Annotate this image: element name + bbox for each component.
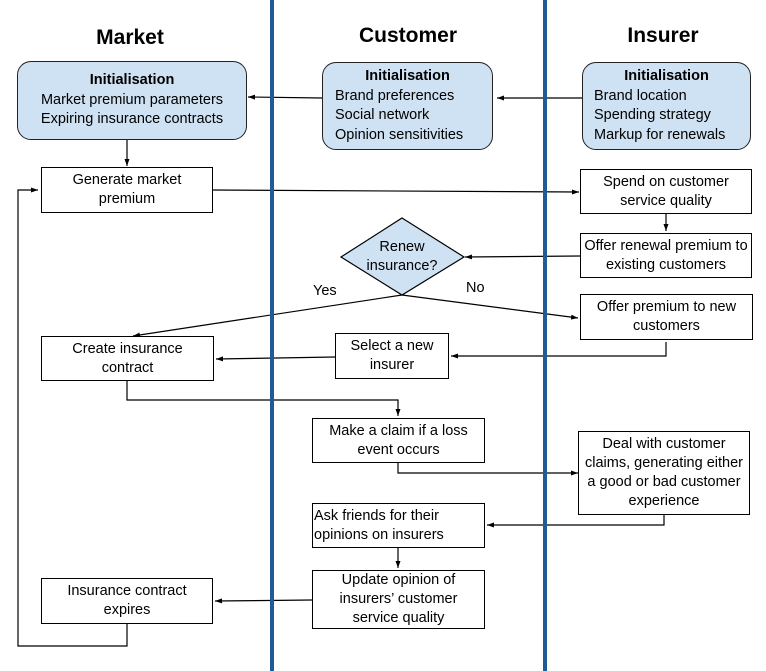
lane-title-customer: Customer — [358, 24, 458, 47]
arrow-select-to-create — [215, 356, 336, 362]
market-init-line: Expiring insurance contracts — [40, 111, 224, 128]
lane-title-market: Market — [96, 26, 164, 49]
insurer-init-line: Spending strategy — [594, 107, 711, 123]
customer-init-box[interactable]: Initialisation Brand preferences Social … — [322, 62, 493, 150]
insurer-init-line: Brand location — [594, 87, 687, 104]
update-opinion-label: Update opinion of insurers’ customer ser… — [339, 572, 458, 626]
arrow-create-to-claim — [126, 381, 401, 416]
select-new-insurer-label: Select a new insurer — [350, 338, 434, 373]
arrow-offer-new-to-select — [451, 342, 667, 359]
insurance-contract-expires-box[interactable]: Insurance contract expires — [41, 578, 213, 624]
lane-divider-left — [270, 0, 274, 671]
deal-customer-claims-label: Deal with customer claims, generating ei… — [585, 436, 743, 509]
make-claim-box[interactable]: Make a claim if a loss event occurs — [312, 418, 485, 463]
customer-init-line: Social network — [335, 107, 430, 123]
lane-title-insurer: Insurer — [627, 24, 699, 47]
offer-renewal-premium-label: Offer renewal premium to existing custom… — [584, 237, 748, 273]
arrow-renewal-to-decision — [464, 254, 581, 260]
create-insurance-contract-box[interactable]: Create insurance contract — [41, 336, 214, 381]
arrow-decision-no-to-offer-new — [401, 294, 579, 320]
market-init-title: Initialisation — [89, 72, 175, 89]
offer-premium-new-label: Offer premium to new customers — [596, 299, 737, 334]
arrow-generate-to-spend — [211, 189, 580, 195]
offer-renewal-premium-box[interactable]: Offer renewal premium to existing custom… — [580, 233, 752, 278]
decision-label-line1: Renew — [379, 239, 425, 255]
deal-customer-claims-box[interactable]: Deal with customer claims, generating ei… — [578, 431, 750, 515]
ask-friends-box[interactable]: Ask friends for their opinions on insure… — [312, 503, 485, 548]
decision-label: Renew insurance? — [352, 238, 452, 276]
lane-divider-right — [543, 0, 547, 671]
generate-market-premium-box[interactable]: Generate market premium — [41, 167, 213, 213]
insurance-contract-expires-label: Insurance contract expires — [67, 583, 187, 618]
select-new-insurer-box[interactable]: Select a new insurer — [335, 333, 449, 379]
market-init-line: Market premium parameters — [40, 91, 224, 108]
make-claim-label: Make a claim if a loss event occurs — [329, 422, 468, 458]
spend-service-quality-label: Spend on customer service quality — [603, 173, 729, 209]
market-init-box[interactable]: Initialisation Market premium parameters… — [17, 61, 247, 140]
customer-init-line: Opinion sensitivities — [335, 126, 464, 143]
arrow-claim-to-deal — [397, 463, 578, 476]
customer-init-line: Brand preferences — [335, 87, 455, 104]
customer-init-title: Initialisation — [365, 68, 450, 84]
offer-premium-new-box[interactable]: Offer premium to new customers — [580, 294, 753, 340]
decision-no-label: No — [466, 280, 485, 296]
decision-diamond — [339, 217, 466, 296]
arrow-expires-loop-to-generate — [17, 187, 128, 647]
create-insurance-contract-label: Create insurance contract — [72, 340, 183, 376]
arrow-deal-to-ask — [487, 514, 665, 528]
decision-label-line2: insurance? — [366, 258, 438, 274]
insurer-init-box[interactable]: Initialisation Brand location Spending s… — [582, 62, 751, 150]
decision-yes-label: Yes — [313, 283, 337, 299]
arrow-decision-yes-to-create — [132, 294, 403, 338]
insurer-init-title: Initialisation — [624, 68, 709, 84]
insurer-init-line: Markup for renewals — [594, 126, 726, 143]
spend-service-quality-box[interactable]: Spend on customer service quality — [580, 169, 752, 214]
ask-friends-label: Ask friends for their opinions on insure… — [314, 507, 444, 543]
arrow-customer-init-to-market-init — [247, 94, 323, 100]
generate-market-premium-label: Generate market premium — [72, 172, 182, 207]
update-opinion-box[interactable]: Update opinion of insurers’ customer ser… — [312, 570, 485, 629]
arrow-update-to-expires — [214, 598, 313, 604]
